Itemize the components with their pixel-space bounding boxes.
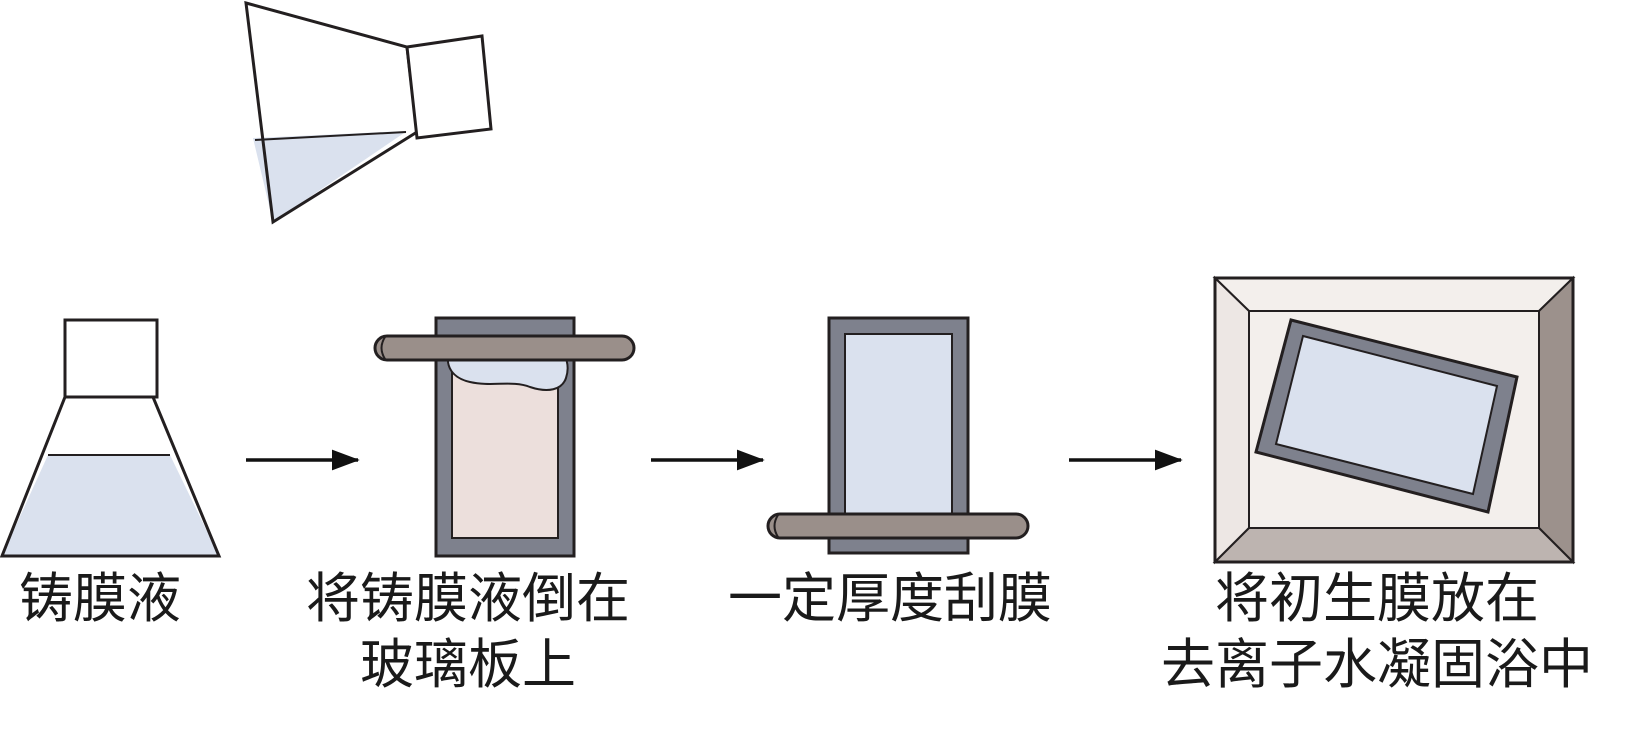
- tray-side-top: [1212, 277, 1576, 312]
- step-4-label-line-1: 将初生膜放在: [1215, 567, 1539, 630]
- step-3-label: 一定厚度刮膜: [700, 566, 1080, 632]
- step-2-label: 将铸膜液倒在 玻璃板上: [268, 566, 668, 698]
- glass-plate-with-solution: [373, 316, 636, 558]
- glass-rod-top-endcap: [380, 336, 386, 360]
- step-4-label-line-2: 去离子水凝固浴中: [1161, 633, 1593, 696]
- tray-side-left: [1214, 275, 1250, 565]
- step-2-label-line-2: 玻璃板上: [360, 633, 576, 696]
- tray-side-right: [1538, 275, 1574, 565]
- step-1-label: 铸膜液: [0, 566, 200, 632]
- pouring-flask-liquid-line: [254, 131, 407, 141]
- glass-rod-top: [373, 334, 636, 362]
- glass-rod-bottom: [766, 512, 1030, 540]
- scraped-film-plate: [766, 316, 1030, 555]
- tray-side-bottom: [1212, 527, 1576, 563]
- pouring-flask-liquid: [253, 131, 407, 222]
- glass-rod-bottom-endcap: [773, 514, 779, 538]
- step-4-label: 将初生膜放在 去离子水凝固浴中: [1110, 566, 1644, 698]
- coagulation-bath-tray: [1212, 275, 1576, 565]
- step-2-label-line-1: 将铸膜液倒在: [306, 567, 630, 630]
- nascent-membrane-film: [1274, 334, 1499, 496]
- casting-flask-neck: [63, 318, 159, 399]
- pouring-flask: [244, 0, 493, 225]
- scraped-film: [844, 333, 953, 525]
- tray-outer-rim: [1213, 276, 1575, 564]
- casting-flask-liquid: [2, 455, 219, 556]
- step-3-label-line-1: 一定厚度刮膜: [728, 567, 1052, 630]
- casting-solution-flask: [0, 318, 222, 558]
- step-1-label-line-1: 铸膜液: [19, 567, 181, 630]
- pouring-flask-neck: [405, 34, 493, 140]
